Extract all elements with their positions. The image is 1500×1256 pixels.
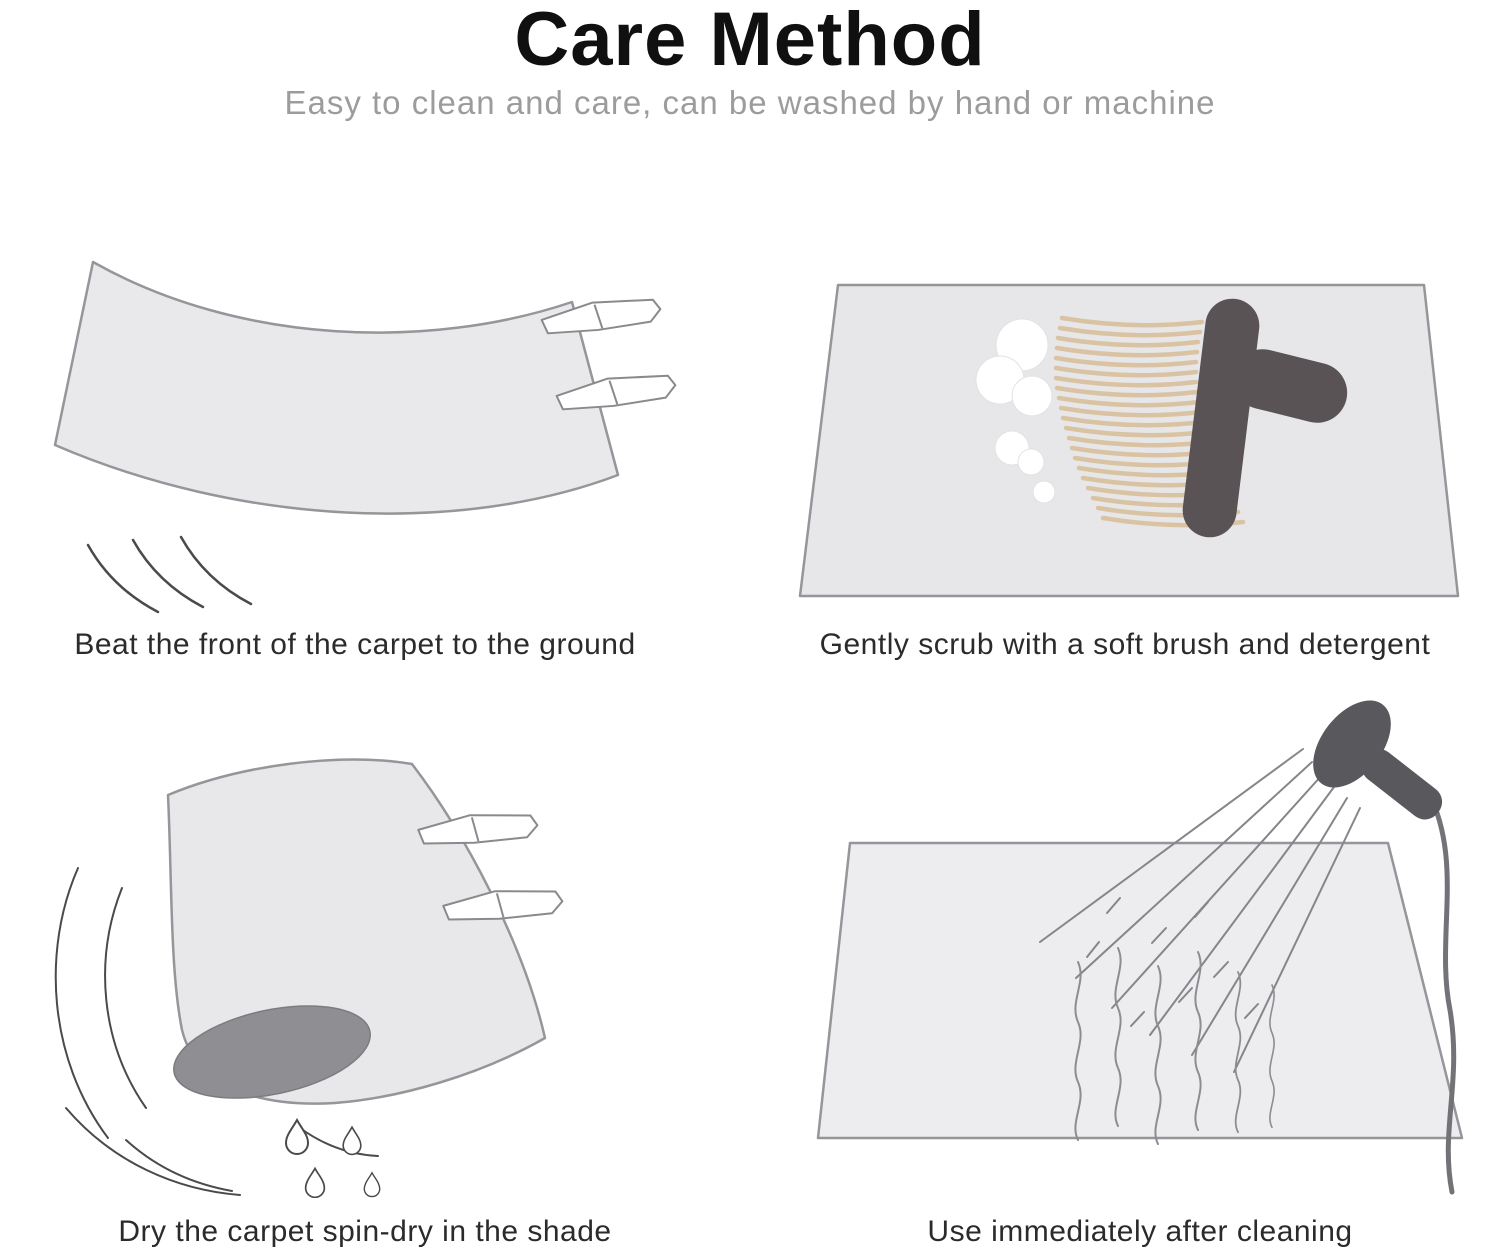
panel-beat-carpet: Beat the front of the carpet to the grou…	[0, 165, 710, 665]
header: Care Method Easy to clean and care, can …	[0, 0, 1500, 122]
carpet-tag-icon	[539, 293, 662, 341]
panel-rinse-shower: Use immediately after cleaning	[790, 680, 1490, 1252]
panel-scrub-brush: Gently scrub with a soft brush and deter…	[780, 165, 1470, 665]
foam-suds-icon	[975, 318, 1056, 504]
panel-caption: Dry the carpet spin-dry in the shade	[118, 1215, 612, 1248]
page-title: Care Method	[514, 0, 986, 82]
carpet-spin-dry-icon	[54, 758, 565, 1198]
shower-rinse-icon	[816, 700, 1464, 1195]
carpet-icon	[816, 841, 1464, 1140]
roll-underside	[173, 1005, 371, 1099]
panel-caption: Gently scrub with a soft brush and deter…	[819, 628, 1431, 661]
motion-lines	[54, 867, 379, 1196]
carpet-beating-icon	[53, 260, 677, 614]
carpet-icon	[53, 260, 620, 515]
motion-lines	[86, 535, 253, 614]
water-drop-icon	[285, 1119, 381, 1198]
brush-scrub-icon	[798, 283, 1460, 598]
panel-caption: Beat the front of the carpet to the grou…	[74, 628, 636, 661]
panel-caption: Use immediately after cleaning	[927, 1215, 1353, 1248]
carpet-icon	[798, 283, 1460, 598]
spray-lines	[1039, 748, 1361, 1073]
panel-spin-dry: Dry the carpet spin-dry in the shade	[20, 700, 710, 1252]
shower-hose	[1429, 797, 1457, 1195]
shower-head-icon	[1313, 700, 1443, 820]
page-subtitle: Easy to clean and care, can be washed by…	[284, 84, 1216, 121]
brush-handle-icon	[1182, 298, 1348, 538]
